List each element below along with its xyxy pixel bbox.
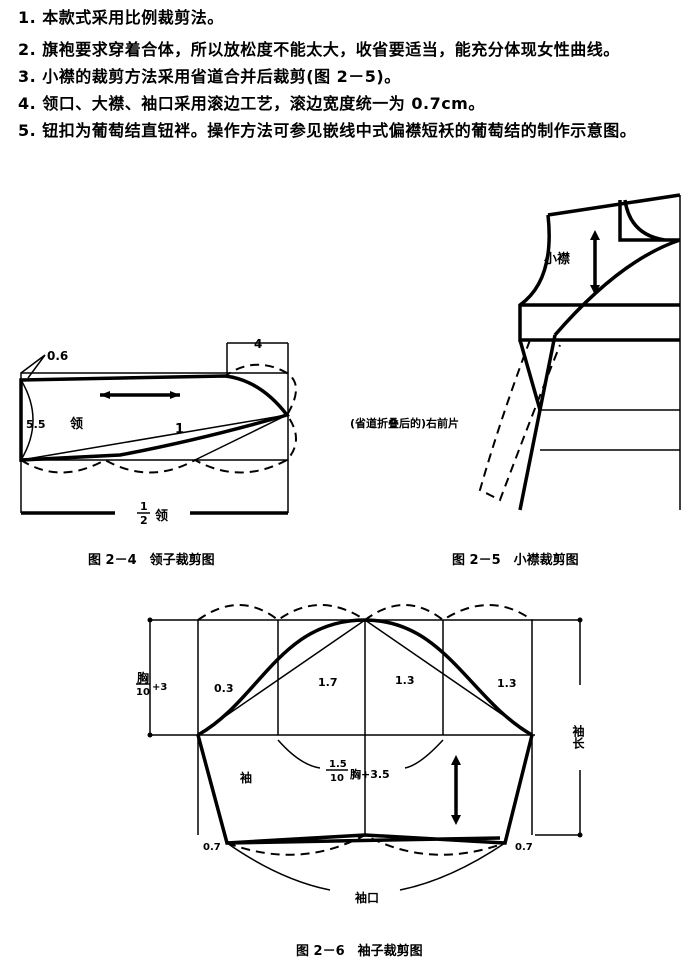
collar-diagram: 0.6 4 5.5 领 1 1 2 领 bbox=[19, 337, 297, 527]
label-5-5: 5.5 bbox=[26, 418, 46, 431]
label-1-3-b: 1.3 bbox=[497, 677, 517, 690]
label-small-placket: 小襟 bbox=[544, 251, 570, 267]
label-4: 4 bbox=[254, 337, 262, 351]
instruction-1: 1. 本款式采用比例裁剪法。 bbox=[18, 8, 224, 27]
instruction-3: 3. 小襟的裁剪方法采用省道合并后裁剪(图 2－5)。 bbox=[18, 67, 401, 86]
label-0-7-right: 0.7 bbox=[515, 842, 533, 853]
label-chest: 胸 bbox=[137, 670, 149, 685]
caption-fig-2-4: 图 2－4 领子裁剪图 bbox=[88, 553, 215, 568]
label-ten-b: 10 bbox=[330, 773, 344, 784]
label-right-front: (省道折叠后的)右前片 bbox=[350, 416, 459, 430]
label-sleeve: 袖 bbox=[240, 770, 252, 785]
label-cuff: 袖口 bbox=[355, 890, 379, 905]
label-chest-3-5: 胸+3.5 bbox=[350, 767, 390, 781]
instruction-2: 2. 旗袍要求穿着合体，所以放松度不能太大，收省要适当，能充分体现女性曲线。 bbox=[18, 40, 620, 59]
label-1: 1 bbox=[175, 422, 184, 437]
label-ten: 10 bbox=[136, 687, 150, 698]
label-plus-3: +3 bbox=[152, 682, 167, 693]
label-collar: 领 bbox=[70, 416, 83, 432]
placket-diagram: 小襟 (省道折叠后的)右前片 bbox=[350, 193, 681, 511]
label-1-7: 1.7 bbox=[318, 676, 338, 689]
label-1-5: 1.5 bbox=[329, 759, 347, 770]
label-1-3-a: 1.3 bbox=[395, 674, 415, 687]
caption-fig-2-5: 图 2－5 小襟裁剪图 bbox=[452, 553, 579, 568]
instruction-5: 5. 钮扣为葡萄结直钮袢。操作方法可参见嵌线中式偏襟短袄的葡萄结的制作示意图。 bbox=[18, 121, 637, 140]
caption-fig-2-6: 图 2－6 袖子裁剪图 bbox=[296, 944, 423, 959]
instruction-4: 4. 领口、大襟、袖口采用滚边工艺，滚边宽度统一为 0.7cm。 bbox=[18, 94, 485, 113]
label-0-6: 0.6 bbox=[47, 349, 68, 363]
fraction-denominator: 2 bbox=[140, 514, 148, 527]
label-0-7-left: 0.7 bbox=[203, 842, 221, 853]
sleeve-diagram: 胸 10 +3 0.3 1.7 1.3 1.3 袖长 袖 1.5 10 胸+3.… bbox=[136, 604, 585, 905]
label-half-collar: 领 bbox=[155, 508, 168, 524]
fraction-numerator: 1 bbox=[140, 500, 148, 513]
label-sleeve-length: 袖长 bbox=[571, 724, 585, 750]
label-0-3: 0.3 bbox=[214, 682, 234, 695]
